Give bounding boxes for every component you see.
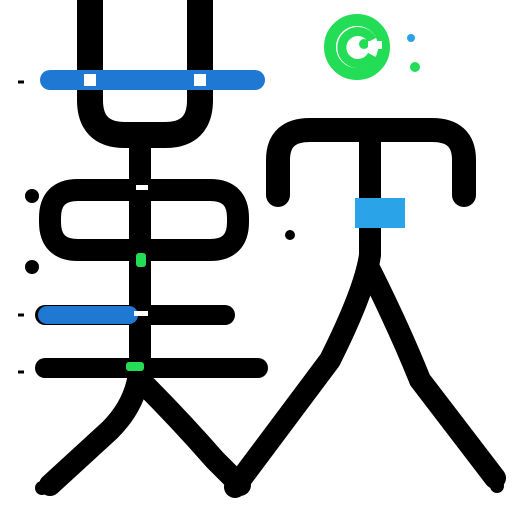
accent-blue-block — [355, 198, 405, 228]
green-c-ring-icon — [324, 14, 390, 80]
stem-white-notch-1 — [136, 185, 148, 190]
marker-dot-left-2 — [25, 260, 39, 274]
stem-highlight-green-lower — [126, 362, 144, 371]
left-glyph-top-stroke — [77, 0, 213, 148]
lower-blue-bar — [38, 306, 138, 324]
marker-dot-bottom-mid — [225, 482, 239, 496]
right-glyph — [224, 118, 506, 498]
legend-green-dot-icon — [410, 62, 420, 72]
top-blue-bar — [40, 70, 265, 90]
stem-white-notch-2 — [134, 311, 148, 316]
legend-blue-dot-icon — [407, 34, 415, 42]
marker-dot-bottom-right — [490, 479, 504, 493]
left-glyph-top-stroke-over-blue-right — [194, 74, 206, 86]
stem-highlight-green — [136, 253, 146, 267]
left-glyph-top-stroke-over-blue-left — [84, 74, 96, 86]
marker-dot-left-1 — [25, 189, 39, 203]
right-glyph-left-leg — [224, 129, 381, 498]
marker-dot-mid — [285, 230, 295, 240]
right-glyph-right-leg — [359, 259, 506, 489]
left-glyph-right-tail — [129, 369, 251, 496]
left-glyph-box — [39, 179, 249, 261]
marker-dot-bottom-left — [35, 481, 49, 495]
